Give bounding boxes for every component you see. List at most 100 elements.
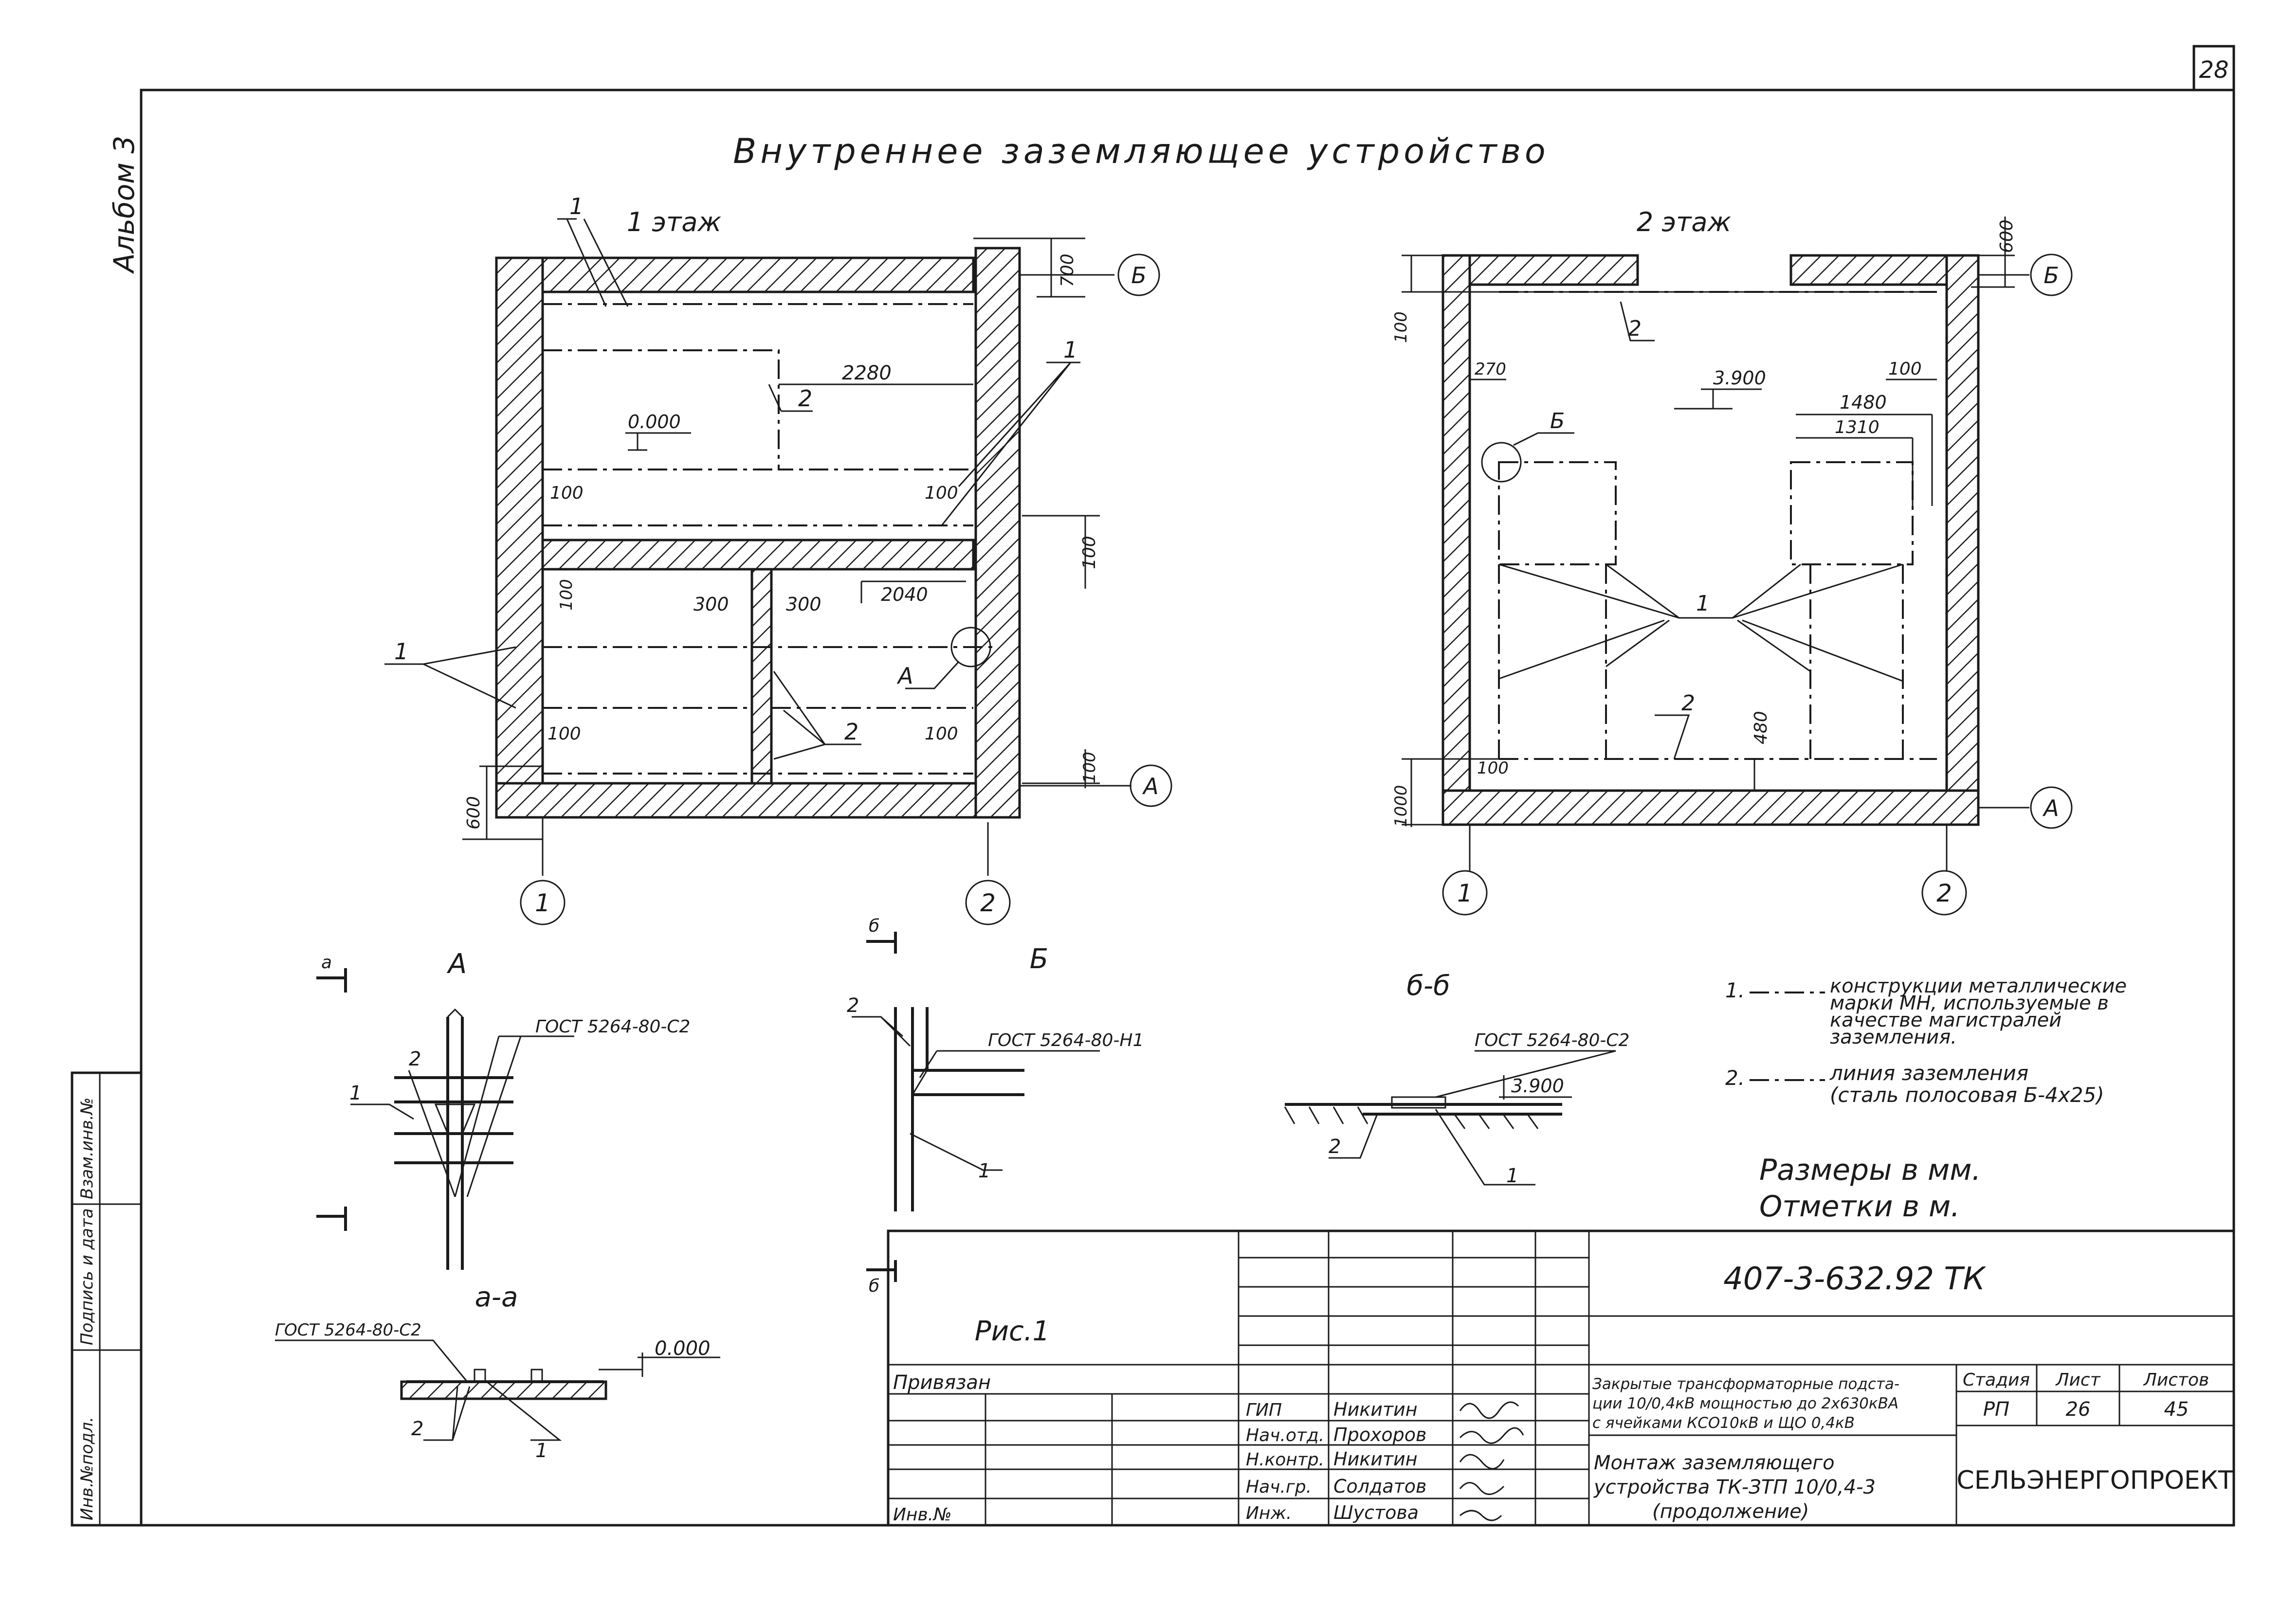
plan-1-caption: 1 этаж [627, 207, 722, 237]
dimension-line [1402, 758, 1470, 827]
gost-label-b: ГОСТ 5264-80-Н1 [988, 1030, 1144, 1050]
callout-leader [910, 1133, 1003, 1171]
legend-item-1-line-1: конструкции металлические [1830, 975, 2127, 997]
section-a-a: а-а ГОСТ 5264-80-С2 0.000 2 1 [275, 1281, 720, 1462]
dim-100: 100 [1080, 752, 1099, 783]
dim-700: 700 [1058, 253, 1077, 287]
dim-100: 100 [925, 483, 958, 503]
elevation-mark [1674, 388, 1762, 410]
album-label: Альбом 3 [108, 136, 141, 274]
wall-middle [541, 539, 975, 571]
privyazan-label: Привязан [893, 1371, 991, 1394]
callout-2: 2 [1329, 1136, 1341, 1158]
wall-right [1945, 254, 1980, 826]
title-block: 407-3-632.92 ТК Привязан Инв.№ ГИП Нач.о… [887, 1229, 2235, 1527]
floor-hatch [1284, 1106, 1539, 1129]
organization-name: СЕЛЬЭНЕРГОПРОЕКТ [1956, 1466, 2233, 1495]
callout-leader [773, 671, 861, 760]
sheet-number-box [2192, 45, 2235, 91]
callout-leader [941, 361, 1080, 526]
legend-item-1-line-3: качестве магистралей [1830, 1009, 2062, 1031]
callout-leader [454, 1035, 574, 1197]
dim-2280: 2280 [842, 362, 892, 384]
axis-label-2: 2 [1936, 879, 1952, 907]
dim-1480: 1480 [1840, 392, 1887, 413]
callout-1: 1 [569, 193, 584, 219]
wall-right [974, 247, 1021, 819]
horizontal-member [912, 1069, 1024, 1096]
callout-leader [1435, 1050, 1616, 1098]
dimension-line [1796, 414, 1933, 506]
callout-1: 1 [349, 1082, 362, 1104]
vertical-member [446, 1017, 464, 1270]
callout-leader [1329, 1114, 1378, 1159]
dimension-line [860, 580, 966, 603]
axis-marker-1 [520, 880, 566, 925]
weld [474, 1369, 486, 1383]
elevation-mark [1499, 1075, 1572, 1100]
legend-item-1-line-2: марки МН, используемые в [1830, 992, 2109, 1014]
note-dimensions: Размеры в мм. [1759, 1153, 1981, 1187]
callout-leader [768, 384, 813, 412]
callout-1: 1 [1506, 1165, 1518, 1187]
wall-left [1442, 254, 1471, 826]
margin-signature-date: Подпись и дата [77, 1208, 97, 1345]
name-norm-control: Никитин [1333, 1448, 1418, 1470]
left-margin-stamp: Взам.инв.№ Подпись и дата Инв.№подл. [71, 1071, 143, 1527]
axis-label-a: А [2042, 795, 2059, 821]
detail-a-marker[interactable] [950, 627, 991, 668]
plan-floor-2: 2 этаж 2 1 2 Б 3.900 270 100 1480 1310 4… [1391, 207, 2073, 916]
role-head-group: Нач.гр. [1246, 1477, 1312, 1497]
axis-line [542, 274, 1131, 876]
cut-mark [316, 968, 347, 992]
callout-leader [905, 661, 960, 689]
dim-100: 100 [1888, 359, 1922, 379]
plan-floor-1: 1 этаж 1 1 1 2 2 А 2280 0.000 100 100 10… [384, 193, 1172, 925]
stage-value: РП [1983, 1398, 2009, 1421]
axis-marker-1 [1442, 870, 1488, 916]
callout-leader [1513, 432, 1574, 446]
legend-item-1-line-4: заземления. [1830, 1026, 1957, 1048]
callout-1: 1 [535, 1440, 547, 1462]
vertical-member [894, 1007, 929, 1211]
callout-leader [408, 1070, 456, 1197]
role-gip: ГИП [1246, 1400, 1282, 1420]
dimension-line [1022, 749, 1100, 788]
sheet-number: 28 [2199, 56, 2228, 84]
callout-leader [275, 1339, 468, 1382]
cut-label: б [869, 1276, 879, 1296]
detail-b-label: Б [1030, 943, 1048, 975]
elevation-mark [599, 1353, 720, 1377]
callout-1: 1 [394, 638, 408, 665]
gost-label-aa: ГОСТ 5264-80-С2 [275, 1320, 421, 1340]
elevation-0000: 0.000 [655, 1337, 711, 1360]
detail-a-label: А [447, 948, 467, 980]
wall-bottom [1442, 789, 1980, 826]
header-stage: Стадия [1963, 1370, 2030, 1390]
weld [434, 1103, 476, 1135]
callout-2: 2 [844, 719, 858, 745]
sheet-title-line-1: Монтаж заземляющего [1594, 1452, 1835, 1474]
callout-leader [384, 646, 516, 709]
figure-caption: Рис.1 [975, 1316, 1050, 1347]
sheets-value: 45 [2164, 1398, 2189, 1421]
header-sheet: Лист [2055, 1370, 2100, 1390]
dimension-line [462, 765, 543, 840]
wall-top-left [1442, 254, 1639, 286]
cut-label: б [869, 916, 879, 936]
break-mark [447, 1008, 463, 1018]
grounding-lines-floor-2 [1469, 291, 1937, 791]
wall-bottom [495, 782, 1021, 819]
name-gip: Никитин [1333, 1399, 1418, 1420]
callout-leader [919, 1050, 1100, 1078]
callout-leader [1620, 301, 1655, 342]
legend: 1. конструкции металлические марки МН, и… [1725, 975, 2127, 1224]
callout-2: 2 [409, 1048, 421, 1070]
signatures [1459, 1401, 1524, 1521]
callout-1: 1 [978, 1160, 990, 1182]
detail-b-marker[interactable] [1481, 442, 1522, 483]
dim-300: 300 [786, 594, 821, 615]
callout-leader [852, 1016, 911, 1047]
name-head-dept: Прохоров [1333, 1424, 1426, 1445]
callout-detail-a: А [896, 663, 913, 689]
